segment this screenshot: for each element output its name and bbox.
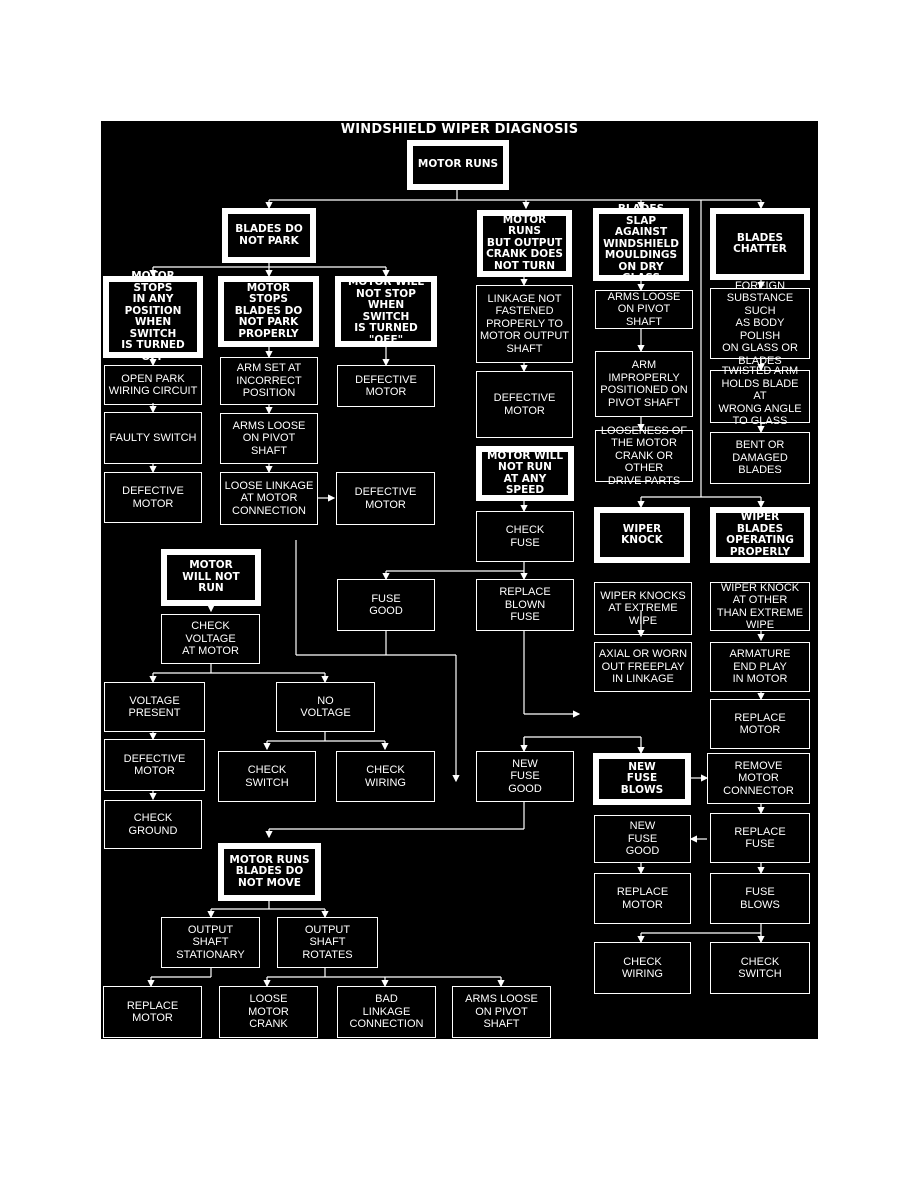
bad-linkage-connection-box: BAD LINKAGE CONNECTION <box>337 986 436 1038</box>
motor-runs-output-crank-box: MOTOR RUNS BUT OUTPUT CRANK DOES NOT TUR… <box>477 210 572 277</box>
axial-worn-freeplay-box: AXIAL OR WORN OUT FREEPLAY IN LINKAGE <box>594 642 692 692</box>
arms-loose-pivot-box-2: ARMS LOOSE ON PIVOT SHAFT <box>220 413 318 464</box>
remove-motor-connector-box: REMOVE MOTOR CONNECTOR <box>707 753 810 804</box>
bent-damaged-blades-box: BENT OR DAMAGED BLADES <box>710 432 810 484</box>
motor-stops-any-position-box: MOTOR STOPS IN ANY POSITION WHEN SWITCH … <box>103 270 203 362</box>
diagram-title: WINDSHIELD WIPER DIAGNOSIS <box>340 122 579 137</box>
replace-motor-box-3: REPLACE MOTOR <box>103 986 202 1038</box>
wiper-diagnosis-flowchart: WINDSHIELD WIPER DIAGNOSIS MOTOR RUNS BL… <box>101 121 818 1039</box>
no-voltage-box: NO VOLTAGE <box>276 682 375 732</box>
check-ground-box: CHECK GROUND <box>104 800 202 849</box>
check-switch-box-1: CHECK SWITCH <box>218 751 316 802</box>
replace-motor-box-2: REPLACE MOTOR <box>594 873 691 924</box>
check-wiring-box-1: CHECK WIRING <box>336 751 435 802</box>
motor-runs-blades-not-move-box: MOTOR RUNS BLADES DO NOT MOVE <box>218 843 321 901</box>
loose-linkage-box: LOOSE LINKAGE AT MOTOR CONNECTION <box>220 472 318 525</box>
output-shaft-rotates-box: OUTPUT SHAFT ROTATES <box>277 917 378 968</box>
defective-motor-box-4: DEFECTIVE MOTOR <box>336 472 435 525</box>
check-switch-box-2: CHECK SWITCH <box>710 942 810 994</box>
fuse-good-box: FUSE GOOD <box>337 579 435 631</box>
foreign-substance-box: FOREIGN SUBSTANCE SUCH AS BODY POLISH ON… <box>710 280 810 367</box>
open-park-wiring-box: OPEN PARK WIRING CIRCUIT <box>104 365 202 405</box>
looseness-motor-crank-box: LOOSENESS OF THE MOTOR CRANK OR OTHER DR… <box>595 425 693 487</box>
defective-motor-box-3: DEFECTIVE MOTOR <box>104 472 202 523</box>
check-wiring-box-2: CHECK WIRING <box>594 942 691 994</box>
defective-motor-box-2: DEFECTIVE MOTOR <box>476 371 573 438</box>
blades-slap-box: BLADES SLAP AGAINST WINDSHIELD MOULDINGS… <box>593 204 689 284</box>
fuse-blows-box: FUSE BLOWS <box>710 873 810 924</box>
wiper-knock-other-box: WIPER KNOCK AT OTHER THAN EXTREME WIPE <box>710 582 810 631</box>
arms-loose-pivot-box-1: ARMS LOOSE ON PIVOT SHAFT <box>595 290 693 329</box>
wiper-knock-box: WIPER KNOCK <box>594 507 690 563</box>
defective-motor-box-5: DEFECTIVE MOTOR <box>104 739 205 791</box>
arm-set-incorrect-box: ARM SET AT INCORRECT POSITION <box>220 357 318 405</box>
arm-improperly-positioned-box: ARM IMPROPERLY POSITIONED ON PIVOT SHAFT <box>595 351 693 417</box>
motor-stops-blades-not-park-box: MOTOR STOPS BLADES DO NOT PARK PROPERLY <box>218 276 319 347</box>
replace-motor-box-1: REPLACE MOTOR <box>710 699 810 749</box>
twisted-arm-box: TWISTED ARM HOLDS BLADE AT WRONG ANGLE T… <box>710 365 810 427</box>
armature-end-play-box: ARMATURE END PLAY IN MOTOR <box>710 642 810 692</box>
loose-motor-crank-box: LOOSE MOTOR CRANK <box>219 986 318 1038</box>
new-fuse-blows-box: NEW FUSE BLOWS <box>593 753 691 805</box>
check-voltage-box: CHECK VOLTAGE AT MOTOR <box>161 614 260 664</box>
arms-loose-pivot-box-3: ARMS LOOSE ON PIVOT SHAFT <box>452 986 551 1038</box>
new-fuse-good-box-2: NEW FUSE GOOD <box>594 815 691 863</box>
connector-lines <box>147 188 765 988</box>
motor-will-not-run-box: MOTOR WILL NOT RUN <box>161 549 261 606</box>
wiper-blades-operating-box: WIPER BLADES OPERATING PROPERLY <box>710 507 810 563</box>
check-fuse-box: CHECK FUSE <box>476 511 574 562</box>
voltage-present-box: VOLTAGE PRESENT <box>104 682 205 732</box>
faulty-switch-box: FAULTY SWITCH <box>104 412 202 464</box>
blades-chatter-box: BLADES CHATTER <box>710 208 810 280</box>
defective-motor-box-1: DEFECTIVE MOTOR <box>337 365 435 407</box>
motor-will-not-stop-box: MOTOR WILL NOT STOP WHEN SWITCH IS TURNE… <box>335 276 437 347</box>
output-shaft-stationary-box: OUTPUT SHAFT STATIONARY <box>161 917 260 968</box>
linkage-not-fastened-box: LINKAGE NOT FASTENED PROPERLY TO MOTOR O… <box>476 285 573 363</box>
blades-do-not-park-box: BLADES DO NOT PARK <box>222 208 316 263</box>
replace-blown-fuse-box: REPLACE BLOWN FUSE <box>476 579 574 631</box>
wiper-knocks-extreme-box: WIPER KNOCKS AT EXTREME WIPE <box>594 582 692 635</box>
motor-will-not-run-any-speed-box: MOTOR WILL NOT RUN AT ANY SPEED <box>476 446 574 501</box>
replace-fuse-box: REPLACE FUSE <box>710 813 810 863</box>
new-fuse-good-box-1: NEW FUSE GOOD <box>476 751 574 802</box>
motor-runs-box: MOTOR RUNS <box>407 140 509 190</box>
